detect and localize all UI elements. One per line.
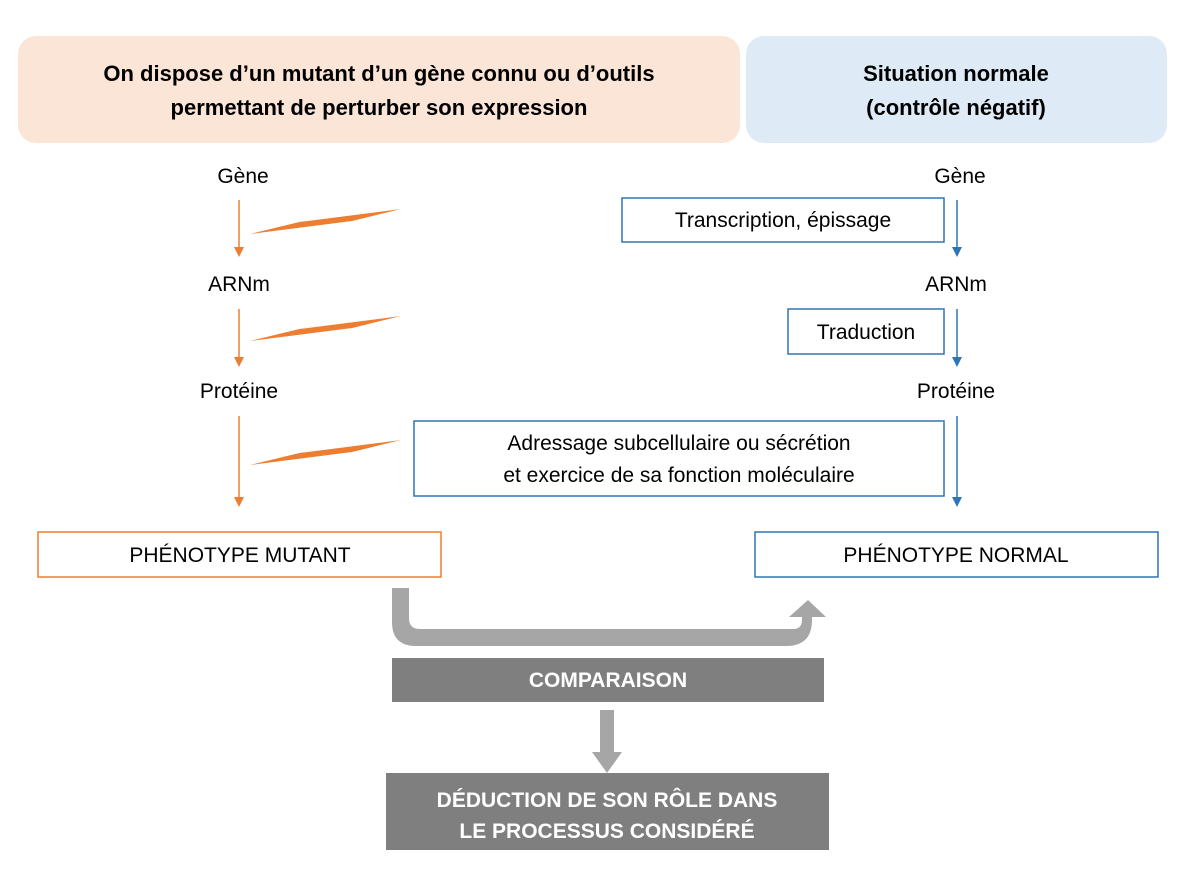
lightning-bolt-icon: [250, 209, 401, 234]
mutant-step-mrna: ARNm: [208, 273, 270, 296]
normal-header-line2: (contrôle négatif): [866, 95, 1046, 120]
function-line2: et exercice de sa fonction moléculaire: [503, 464, 854, 487]
translation-box: Traduction: [787, 308, 945, 355]
normal-step-gene: Gène: [934, 165, 985, 188]
deduction-arrow: [592, 710, 622, 773]
normal-phenotype-label: PHÉNOTYPE NORMAL: [843, 544, 1068, 567]
function-box: Adressage subcellulaire ou sécrétion et …: [413, 420, 945, 497]
mutant-step-protein: Protéine: [200, 380, 278, 403]
normal-header: Situation normale (contrôle négatif): [746, 36, 1167, 143]
mutant-header-line2: permettant de perturber son expression: [171, 95, 588, 120]
normal-phenotype-box: PHÉNOTYPE NORMAL: [754, 531, 1159, 578]
comparison-arrow: [392, 588, 826, 646]
lightning-bolt-icon: [250, 316, 401, 341]
mutant-pathway: Gène ARNm Protéine: [200, 165, 401, 507]
comparison-label: COMPARAISON: [529, 669, 687, 692]
translation-label: Traduction: [817, 321, 915, 344]
mutant-phenotype-box: PHÉNOTYPE MUTANT: [37, 531, 442, 578]
comparison-box: COMPARAISON: [392, 658, 824, 702]
mutant-header-line1: On dispose d’un mutant d’un gène connu o…: [103, 61, 654, 86]
normal-step-mrna: ARNm: [925, 273, 987, 296]
deduction-box: DÉDUCTION DE SON RÔLE DANS LE PROCESSUS …: [386, 773, 829, 850]
deduction-line1: DÉDUCTION DE SON RÔLE DANS: [437, 788, 778, 812]
normal-header-line1: Situation normale: [863, 61, 1049, 86]
mutant-phenotype-label: PHÉNOTYPE MUTANT: [129, 544, 350, 567]
lightning-bolt-icon: [250, 440, 401, 465]
normal-header-bg: [746, 36, 1167, 143]
transcription-label: Transcription, épissage: [675, 209, 891, 232]
normal-pathway: Gène ARNm Protéine: [917, 165, 995, 507]
mutant-step-gene: Gène: [217, 165, 268, 188]
normal-step-protein: Protéine: [917, 380, 995, 403]
transcription-box: Transcription, épissage: [621, 197, 945, 243]
function-line1: Adressage subcellulaire ou sécrétion: [507, 432, 850, 455]
mutant-header: On dispose d’un mutant d’un gène connu o…: [18, 36, 740, 143]
mutant-header-bg: [18, 36, 740, 143]
deduction-line2: LE PROCESSUS CONSIDÉRÉ: [459, 820, 754, 843]
